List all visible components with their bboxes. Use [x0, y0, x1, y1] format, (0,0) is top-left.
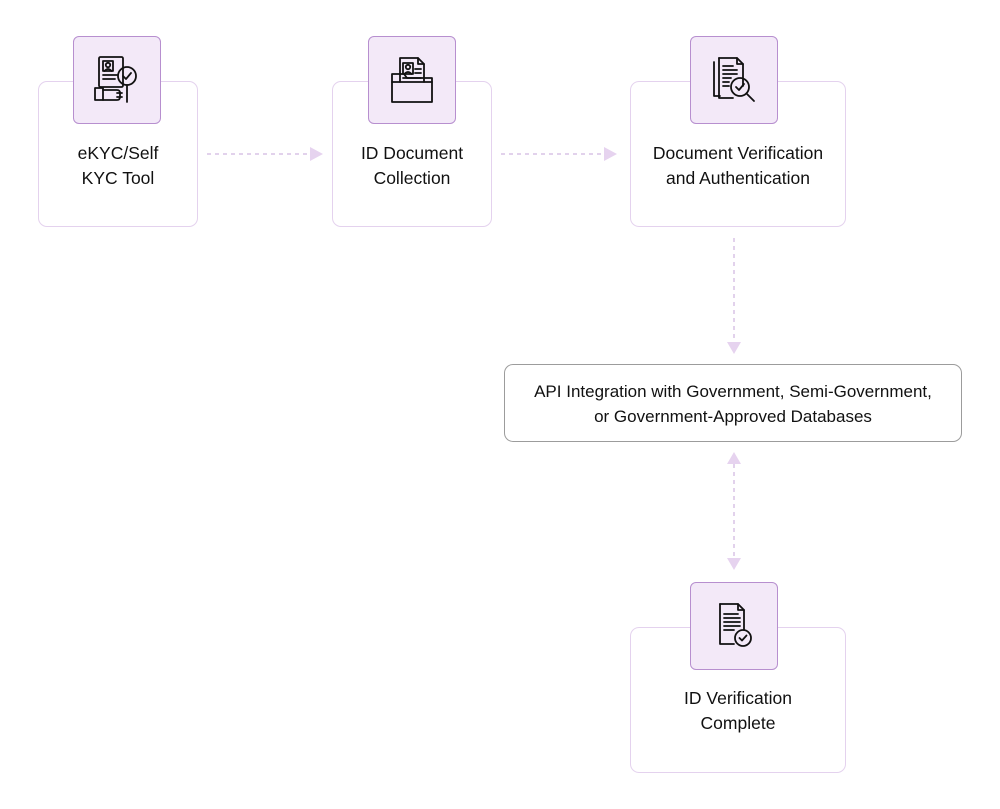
step-label-ekyc: eKYC/Self KYC Tool: [77, 143, 159, 188]
documents-magnifier-check-icon: [713, 57, 755, 102]
document-check-icon: [719, 603, 752, 647]
step-label-collection: ID Document Collection: [360, 143, 464, 188]
arrowhead-right-icon: [310, 147, 323, 161]
step-label-api-integration: API Integration with Government, Semi-Go…: [534, 382, 932, 426]
arrowhead-down-icon: [727, 558, 741, 570]
arrowhead-up-icon: [727, 452, 741, 464]
icon-box-verification: [690, 36, 778, 124]
id-document-folder-icon: [391, 57, 433, 103]
icon-box-complete: [690, 582, 778, 670]
icon-box-ekyc: [73, 36, 161, 124]
arrowhead-down-icon: [727, 342, 741, 354]
id-card-magnifier-check-icon: [94, 56, 137, 103]
step-label-complete: ID Verification Complete: [684, 688, 792, 733]
icon-box-collection: [368, 36, 456, 124]
step-label-verification: Document Verification and Authentication: [652, 143, 824, 188]
step-card-api-integration: API Integration with Government, Semi-Go…: [504, 364, 962, 442]
arrowhead-right-icon: [604, 147, 617, 161]
